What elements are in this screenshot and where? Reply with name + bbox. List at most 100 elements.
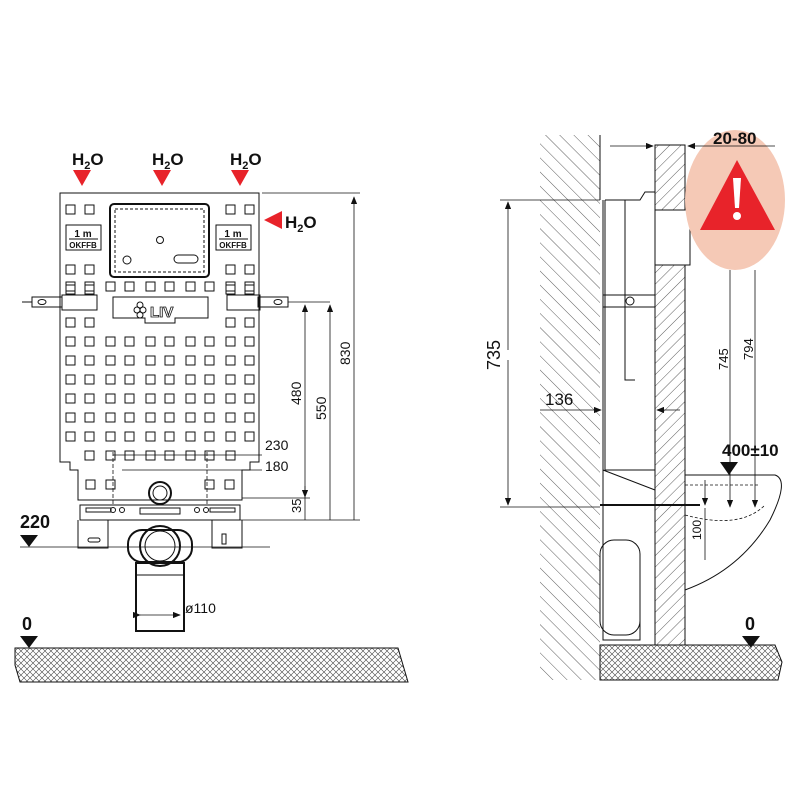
grid-hole	[124, 374, 135, 385]
svg-text:OKFFB: OKFFB	[219, 241, 247, 250]
grid-hole	[225, 412, 236, 423]
grid-hole	[185, 450, 196, 461]
grid-hole	[225, 204, 236, 215]
grid-hole	[124, 336, 135, 347]
grid-hole	[105, 412, 116, 423]
arrow-left-icon	[264, 211, 282, 229]
grid-hole	[225, 317, 236, 328]
warning-badge	[685, 130, 785, 270]
arrow-down-icon	[153, 170, 171, 186]
grid-hole	[84, 281, 95, 292]
svg-text:H2O: H2O	[152, 150, 184, 172]
grid-hole	[244, 281, 255, 292]
grid-hole	[145, 450, 156, 461]
grid-hole	[164, 393, 175, 404]
grid-hole	[185, 393, 196, 404]
grid-hole	[164, 281, 175, 292]
grid-hole	[204, 374, 215, 385]
svg-text:H2O: H2O	[285, 213, 317, 235]
grid-hole	[145, 355, 156, 366]
svg-text:180: 180	[265, 458, 289, 474]
grid-hole	[185, 374, 196, 385]
svg-text:LIV: LIV	[150, 304, 173, 321]
level-mark-left: 1 m OKFFB	[65, 224, 102, 251]
flush-outlet	[148, 481, 172, 505]
dim-20-80: 20-80	[713, 129, 756, 148]
grid-hole	[105, 281, 116, 292]
grid-hole	[225, 393, 236, 404]
dim-0-left: 0	[22, 614, 32, 634]
grid-hole	[244, 336, 255, 347]
svg-text:H2O: H2O	[72, 150, 104, 172]
svg-text:OKFFB: OKFFB	[69, 241, 97, 250]
grid-hole	[84, 393, 95, 404]
grid-hole	[105, 355, 116, 366]
grid-hole	[185, 355, 196, 366]
grid-hole	[84, 412, 95, 423]
grid-hole	[225, 374, 236, 385]
grid-hole	[204, 393, 215, 404]
grid-hole	[185, 431, 196, 442]
grid-hole	[124, 355, 135, 366]
grid-hole	[164, 355, 175, 366]
h2o-inlet-left: H2O	[72, 150, 104, 186]
dim-400: 400±10	[722, 441, 779, 460]
grid-hole	[65, 204, 76, 215]
cistern-opening	[109, 203, 210, 278]
svg-text:H2O: H2O	[230, 150, 262, 172]
level-mark-right: 1 m OKFFB	[215, 224, 252, 251]
drain-pipe: ø110	[127, 525, 216, 632]
svg-text:230: 230	[265, 437, 289, 453]
side-drain	[599, 539, 641, 636]
grid-hole	[244, 374, 255, 385]
grid-hole	[84, 317, 95, 328]
grid-hole	[84, 450, 95, 461]
grid-hole	[84, 355, 95, 366]
grid-hole	[124, 450, 135, 461]
grid-hole	[164, 412, 175, 423]
h2o-inlet-side: H2O	[264, 211, 317, 235]
grid-hole	[145, 374, 156, 385]
grid-hole	[65, 264, 76, 275]
svg-text:1 m: 1 m	[224, 229, 241, 240]
grid-hole	[224, 479, 235, 490]
wall-bracket-left	[22, 294, 98, 311]
h2o-inlet-center: H2O	[152, 150, 184, 186]
grid-hole	[244, 317, 255, 328]
grid-hole	[84, 204, 95, 215]
grid-hole	[84, 374, 95, 385]
grid-hole	[84, 336, 95, 347]
grid-hole	[65, 374, 76, 385]
grid-hole	[225, 336, 236, 347]
grid-hole	[244, 264, 255, 275]
side-bracket	[602, 294, 656, 308]
grid-hole	[244, 393, 255, 404]
grid-hole	[65, 393, 76, 404]
svg-text:1 m: 1 m	[74, 229, 91, 240]
dim-745: 745	[716, 348, 731, 370]
grid-hole	[145, 412, 156, 423]
dim-220: 220	[20, 512, 50, 532]
dim-35: 35	[289, 499, 304, 513]
grid-hole	[65, 336, 76, 347]
dim-0-right: 0	[745, 614, 755, 634]
dim-480: 480	[288, 381, 304, 405]
grid-hole	[204, 281, 215, 292]
grid-hole	[124, 412, 135, 423]
grid-hole	[164, 450, 175, 461]
grid-hole	[105, 479, 116, 490]
svg-text:ø110: ø110	[185, 600, 216, 616]
grid-hole	[105, 393, 116, 404]
arrow-down-icon	[231, 170, 249, 186]
grid-hole	[84, 264, 95, 275]
grid-hole	[185, 281, 196, 292]
grid-hole	[65, 431, 76, 442]
grid-hole	[244, 204, 255, 215]
grid-hole	[65, 412, 76, 423]
grid-hole	[164, 431, 175, 442]
dim-735: 735	[484, 340, 504, 370]
grid-hole	[65, 317, 76, 328]
toilet-bowl	[684, 474, 782, 591]
